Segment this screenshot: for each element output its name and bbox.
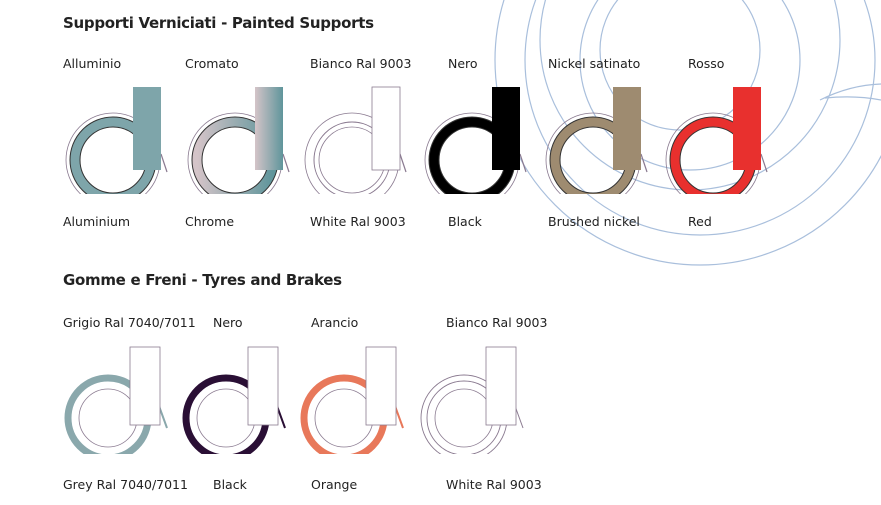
label-english: Grey Ral 7040/7011 [63,477,188,492]
label-italian: Bianco Ral 9003 [446,315,548,330]
label-english: White Ral 9003 [310,214,406,229]
wheel-swatch-painted[interactable] [543,84,653,194]
label-italian: Nero [448,56,478,71]
label-italian: Rosso [688,56,725,71]
wheel-swatch-tyre[interactable] [419,344,529,454]
label-english: Red [688,214,712,229]
wheel-swatch-tyre[interactable] [181,344,291,454]
tyres-brakes-title: Gomme e Freni - Tyres and Brakes [63,271,342,289]
label-italian: Nero [213,315,243,330]
wheel-swatch-painted[interactable] [185,84,295,194]
wheel-swatch-tyre[interactable] [63,344,173,454]
wheel-swatch-painted[interactable] [663,84,773,194]
label-english: Black [213,477,247,492]
painted-supports-title: Supporti Verniciati - Painted Supports [63,14,374,32]
label-english: White Ral 9003 [446,477,542,492]
wheel-swatch-painted[interactable] [422,84,532,194]
label-italian: Alluminio [63,56,122,71]
label-english: Aluminium [63,214,131,229]
wheel-swatch-painted[interactable] [63,84,173,194]
label-english: Brushed nickel [548,214,640,229]
label-italian: Arancio [311,315,359,330]
wheel-swatch-painted[interactable] [302,84,412,194]
label-italian: Nickel satinato [548,56,641,71]
label-english: Black [448,214,482,229]
label-english: Chrome [185,214,235,229]
label-english: Orange [311,477,358,492]
label-italian: Bianco Ral 9003 [310,56,412,71]
label-italian: Grigio Ral 7040/7011 [63,315,196,330]
label-italian: Cromato [185,56,239,71]
wheel-swatch-tyre[interactable] [299,344,409,454]
